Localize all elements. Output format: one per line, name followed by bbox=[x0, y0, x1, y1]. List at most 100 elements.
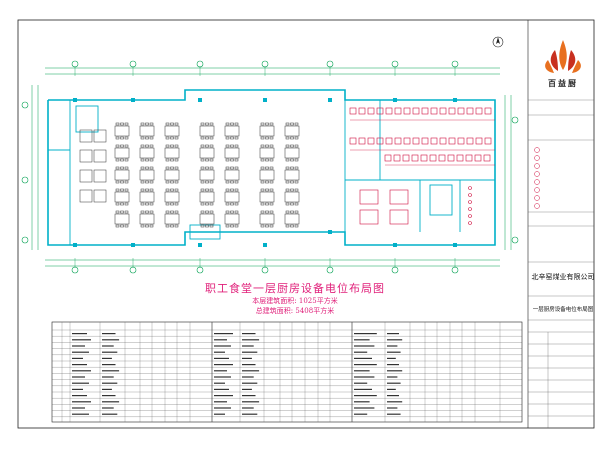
chair bbox=[209, 144, 214, 148]
chair bbox=[205, 136, 209, 140]
chair bbox=[120, 136, 124, 140]
dining-table bbox=[114, 125, 130, 137]
table-cell-mark bbox=[242, 370, 260, 372]
chair bbox=[294, 136, 299, 140]
chair bbox=[269, 158, 274, 162]
chair bbox=[205, 158, 209, 162]
chair bbox=[290, 202, 294, 206]
chair bbox=[170, 144, 174, 148]
chair bbox=[140, 180, 145, 184]
chair bbox=[124, 122, 129, 126]
equipment-unit bbox=[448, 137, 456, 145]
equipment-unit bbox=[349, 137, 357, 145]
chair bbox=[149, 166, 154, 170]
table-cell-mark bbox=[242, 382, 258, 384]
table-cell-mark bbox=[354, 407, 375, 409]
chair bbox=[265, 188, 269, 192]
table-cell-mark bbox=[387, 407, 398, 409]
chair bbox=[115, 158, 120, 162]
chair bbox=[145, 188, 149, 192]
table-cell-mark bbox=[72, 376, 85, 378]
columns bbox=[73, 98, 457, 247]
chair bbox=[290, 158, 294, 162]
dining-table bbox=[79, 129, 93, 143]
table-cell-mark bbox=[387, 333, 399, 335]
table-cell-mark bbox=[242, 364, 256, 366]
table-cell-mark bbox=[354, 376, 375, 378]
chair bbox=[260, 122, 265, 126]
table-cell-mark bbox=[72, 370, 91, 372]
table-cell-mark bbox=[387, 345, 398, 347]
chair bbox=[209, 166, 214, 170]
table-cell-mark bbox=[387, 351, 401, 353]
chair bbox=[285, 202, 290, 206]
table-cell-mark bbox=[387, 357, 396, 359]
chair bbox=[115, 136, 120, 140]
chair bbox=[140, 166, 145, 170]
table-cell-mark bbox=[354, 395, 377, 397]
chair bbox=[225, 210, 230, 214]
chair bbox=[209, 136, 214, 140]
chair bbox=[170, 202, 174, 206]
table-cell-mark bbox=[354, 370, 370, 372]
chair bbox=[174, 202, 179, 206]
chair bbox=[205, 144, 209, 148]
equipment-unit bbox=[349, 107, 357, 115]
chair bbox=[145, 144, 149, 148]
table-cell-mark bbox=[102, 388, 112, 390]
dining-table bbox=[259, 191, 275, 203]
table-cell-mark bbox=[387, 388, 396, 390]
chair bbox=[234, 122, 239, 126]
chair bbox=[260, 166, 265, 170]
dining-table bbox=[114, 191, 130, 203]
dining-table bbox=[199, 169, 215, 181]
dining-table bbox=[164, 191, 180, 203]
chair bbox=[170, 122, 174, 126]
table-cell-mark bbox=[214, 376, 231, 378]
equipment-unit bbox=[438, 154, 446, 162]
table-cell-mark bbox=[242, 407, 254, 409]
chair bbox=[149, 202, 154, 206]
dining-table bbox=[224, 213, 240, 225]
dining-table bbox=[164, 169, 180, 181]
equipment-unit bbox=[439, 137, 447, 145]
table-cell-mark bbox=[72, 345, 85, 347]
chair bbox=[200, 122, 205, 126]
equipment-unit bbox=[376, 137, 384, 145]
dining-table bbox=[259, 169, 275, 181]
chair bbox=[205, 122, 209, 126]
dining-table bbox=[139, 169, 155, 181]
chair bbox=[234, 210, 239, 214]
chair bbox=[230, 224, 234, 228]
chair bbox=[209, 210, 214, 214]
chair bbox=[115, 188, 120, 192]
brand-name: 百益厨 bbox=[548, 78, 578, 88]
equipment-leader-lines bbox=[350, 119, 495, 166]
chair bbox=[285, 210, 290, 214]
chair bbox=[140, 188, 145, 192]
chair bbox=[205, 210, 209, 214]
chair bbox=[225, 122, 230, 126]
dining-table bbox=[259, 213, 275, 225]
table-cell-mark bbox=[354, 339, 370, 341]
table-cell-mark bbox=[214, 339, 227, 341]
chair bbox=[165, 202, 170, 206]
chair bbox=[165, 144, 170, 148]
table-cell-mark bbox=[72, 407, 85, 409]
dining-table bbox=[93, 129, 107, 143]
chair bbox=[225, 180, 230, 184]
chair bbox=[234, 188, 239, 192]
chair bbox=[140, 158, 145, 162]
drawing-title: 职工食堂一层厨房设备电位布局图 bbox=[205, 282, 385, 295]
chair bbox=[145, 136, 149, 140]
equipment-unit bbox=[403, 107, 411, 115]
chair bbox=[260, 210, 265, 214]
chair bbox=[120, 180, 124, 184]
chair bbox=[269, 188, 274, 192]
table-cell-mark bbox=[102, 382, 118, 384]
chair bbox=[269, 144, 274, 148]
equipment-unit bbox=[394, 137, 402, 145]
chair bbox=[290, 122, 294, 126]
chair bbox=[269, 224, 274, 228]
table-cell-mark bbox=[102, 357, 112, 359]
